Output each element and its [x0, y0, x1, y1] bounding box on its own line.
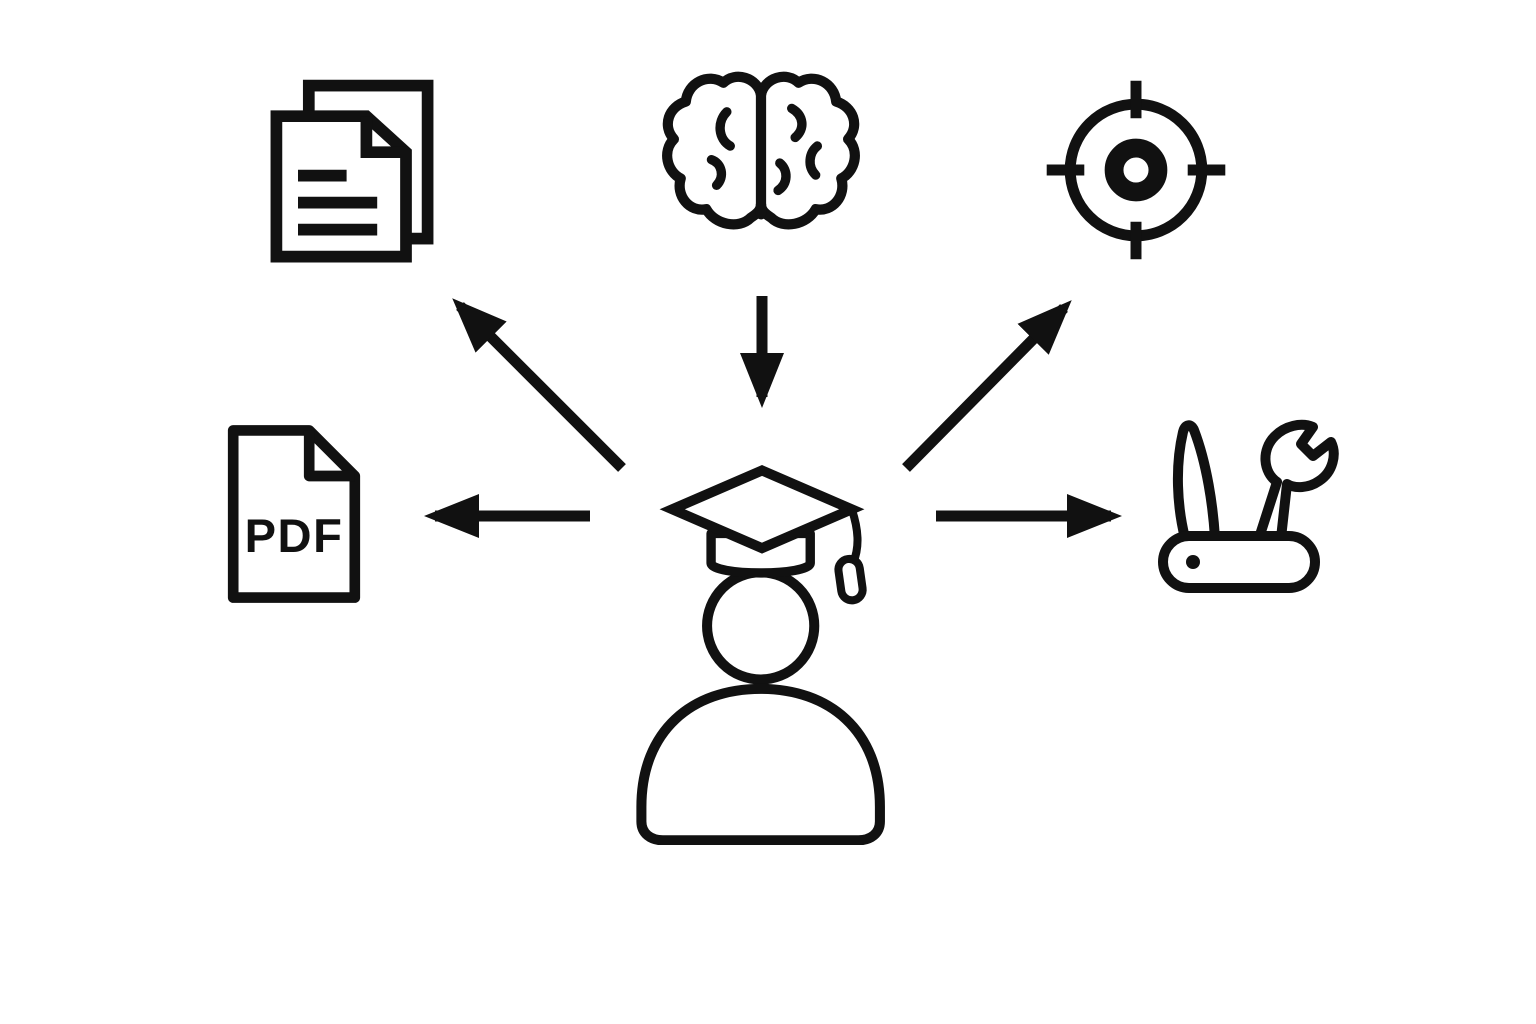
- target-outer-ring: [1064, 98, 1208, 242]
- brain-left-hemisphere: [662, 71, 767, 230]
- arrow-to-target: [902, 300, 1072, 472]
- pdf-label: PDF: [245, 509, 344, 562]
- pdf-node: PDF: [218, 418, 370, 610]
- graduate-head: [702, 567, 820, 685]
- target-icon: [1046, 80, 1226, 260]
- front-page-shape: [270, 110, 412, 263]
- graduate-shoulders: [636, 683, 885, 845]
- brain-fold-1: [715, 107, 735, 151]
- graduate-cap-person-icon: [636, 464, 885, 845]
- target-node: [1040, 76, 1232, 264]
- knife-body-dot: [1186, 555, 1200, 569]
- arrow-to-documents: [452, 298, 626, 472]
- page-fold: [360, 116, 406, 159]
- pdf-page-fold: [303, 430, 355, 482]
- brain-fold-3: [787, 103, 807, 143]
- target-inner-ring: [1104, 138, 1168, 202]
- multitool-node: [1150, 410, 1352, 602]
- knife-body: [1158, 531, 1320, 593]
- tassel-cord: [847, 505, 862, 567]
- brain-right-hemisphere: [755, 71, 860, 230]
- brain-icon: [662, 71, 860, 230]
- documents-icon: [270, 79, 434, 263]
- graduate-node: [628, 455, 896, 845]
- swiss-army-knife-icon: [1158, 419, 1339, 593]
- brain-fold-2: [706, 154, 727, 190]
- pdf-file-icon: PDF: [227, 425, 361, 603]
- brain-fold-4: [805, 141, 823, 180]
- knife-blade: [1172, 420, 1220, 540]
- brain-fold-5: [773, 158, 791, 196]
- documents-node: [262, 72, 442, 272]
- mortarboard-top: [659, 464, 865, 554]
- tassel-end: [834, 554, 867, 605]
- wrench-tool: [1254, 419, 1339, 540]
- brain-node: [656, 64, 866, 269]
